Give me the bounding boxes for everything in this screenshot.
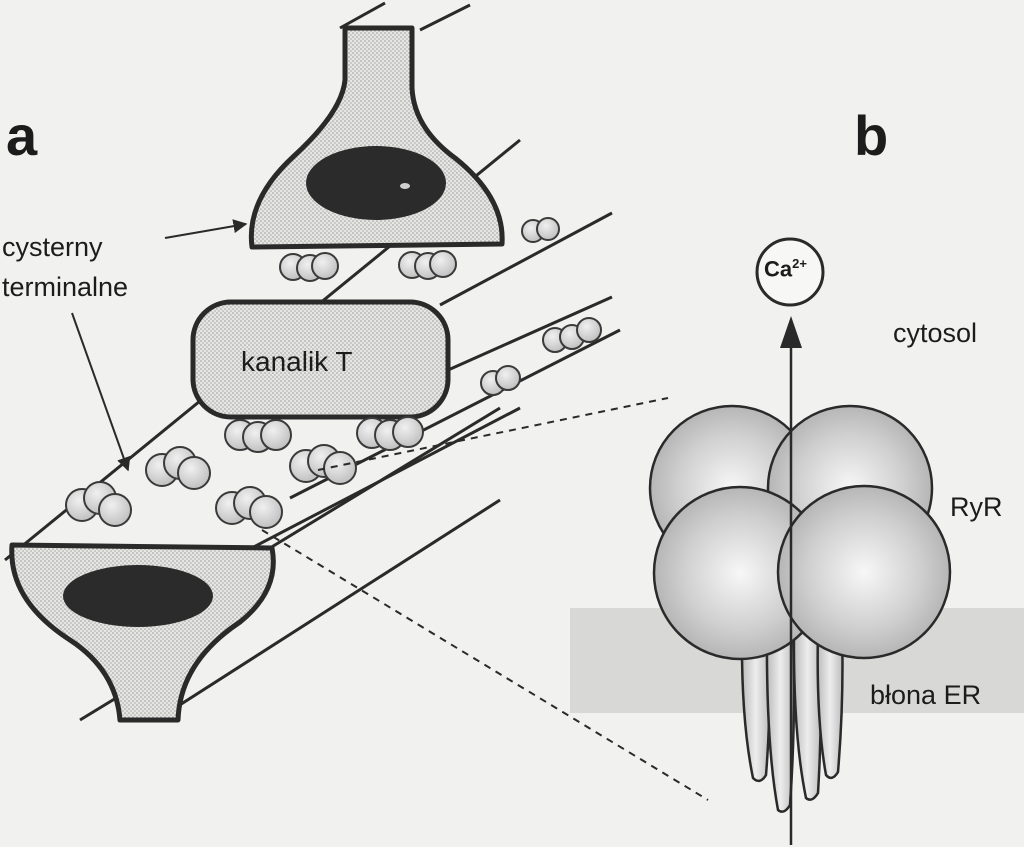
calcium-arrowhead: [780, 316, 802, 348]
top-nucleus: [306, 146, 446, 220]
terminal-cisternae-label-line1: cysterny: [2, 232, 103, 262]
zoom-lines: [261, 397, 709, 801]
ryr-clusters: [65, 217, 602, 529]
ryr-subunits: [648, 404, 952, 661]
calcium-ion-circle: [755, 237, 825, 307]
ryr-label: RyR: [950, 492, 1003, 522]
panel-b-letter: b: [854, 104, 889, 167]
label-arrows: [71, 219, 248, 472]
panel-a-letter: a: [6, 104, 38, 167]
ryr-channel: [648, 404, 952, 813]
ryr-legs: [740, 628, 844, 813]
er-membrane-label: błona ER: [870, 680, 982, 710]
calcium-ion-symbol: Ca: [764, 256, 793, 282]
calcium-ion-charge: 2+: [792, 256, 807, 271]
terminal-cisternae-label-line2: terminalne: [2, 272, 129, 302]
t-tubule-label: kanalik T: [241, 346, 353, 377]
cytosol-label: cytosol: [893, 318, 978, 348]
calcium-ion-label: Ca2+: [764, 256, 807, 282]
bottom-nucleus: [63, 565, 213, 627]
t-tubule-shape: [190, 299, 451, 420]
